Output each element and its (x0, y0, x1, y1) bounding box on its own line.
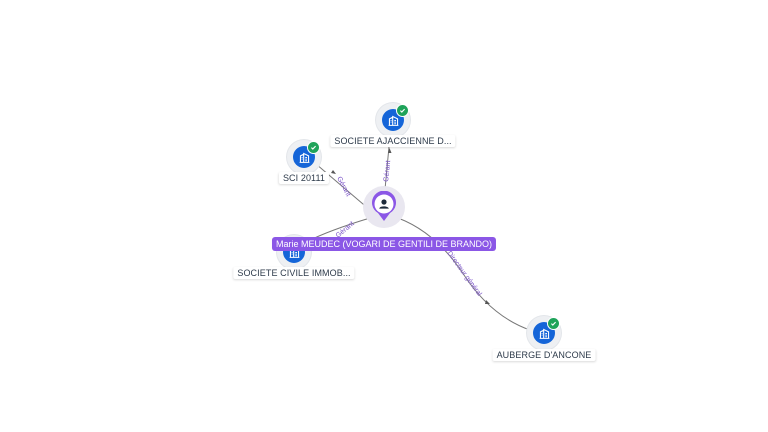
edge-to-sci-20111 (315, 163, 371, 211)
company-label: SCI 20111 (278, 172, 330, 184)
arrow-icon (485, 300, 490, 304)
location-pin-icon (372, 191, 396, 221)
edge-label-societe-ajaccienne: Gérant (383, 160, 392, 182)
edge-label-auberge-ancone: Directeur général (445, 250, 482, 298)
arrow-icon (388, 148, 392, 153)
company-label: SOCIETE CIVILE IMMOB... (233, 267, 355, 279)
company-label: SOCIETE AJACCIENNE D... (330, 135, 456, 147)
verified-check-icon (547, 317, 560, 330)
person-name-label: Marie MEUDEC (VOGARI DE GENTILI DE BRAND… (271, 237, 497, 251)
edge-to-auberge-ancone (397, 217, 531, 331)
verified-check-icon (396, 104, 409, 117)
arrow-icon (331, 170, 336, 174)
verified-check-icon (307, 141, 320, 154)
person-icon (379, 199, 389, 209)
company-label: AUBERGE D'ANCONE (492, 349, 596, 361)
edge-label-sci-20111: Gérant (335, 176, 351, 198)
